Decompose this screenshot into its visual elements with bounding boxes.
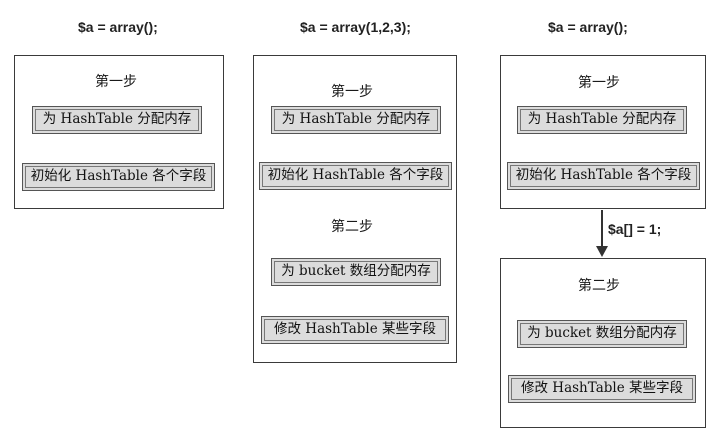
column-3-allocate-bucket-box: 为 bucket 数组分配内存 (517, 320, 687, 348)
column-2-code: $a = array(1,2,3); (300, 19, 411, 35)
column-2-allocate-hashtable-box: 为 HashTable 分配内存 (271, 106, 441, 134)
column-3-init-hashtable-box: 初始化 HashTable 各个字段 (507, 162, 700, 190)
transition-arrow-head (596, 246, 608, 257)
column-1-code: $a = array(); (78, 19, 158, 35)
column-1-step-1-title: 第一步 (95, 74, 137, 90)
column-3-step-2-title: 第二步 (578, 278, 620, 294)
column-2-modify-hashtable-box: 修改 HashTable 某些字段 (261, 316, 449, 344)
transition-arrow-line (601, 210, 603, 250)
column-1-allocate-hashtable-box: 为 HashTable 分配内存 (32, 106, 202, 134)
column-1-init-hashtable-box: 初始化 HashTable 各个字段 (22, 163, 215, 191)
column-3-modify-hashtable-box: 修改 HashTable 某些字段 (508, 375, 696, 403)
column-2-allocate-bucket-box: 为 bucket 数组分配内存 (271, 258, 441, 286)
column-3-step-1-title: 第一步 (578, 75, 620, 91)
column-2-init-hashtable-box: 初始化 HashTable 各个字段 (259, 162, 452, 190)
column-3-code: $a = array(); (548, 19, 628, 35)
transition-label: $a[] = 1; (608, 221, 662, 237)
column-2-step-1-title: 第一步 (331, 84, 373, 100)
column-2-step-2-title: 第二步 (331, 219, 373, 235)
column-3-allocate-hashtable-box: 为 HashTable 分配内存 (517, 106, 687, 134)
